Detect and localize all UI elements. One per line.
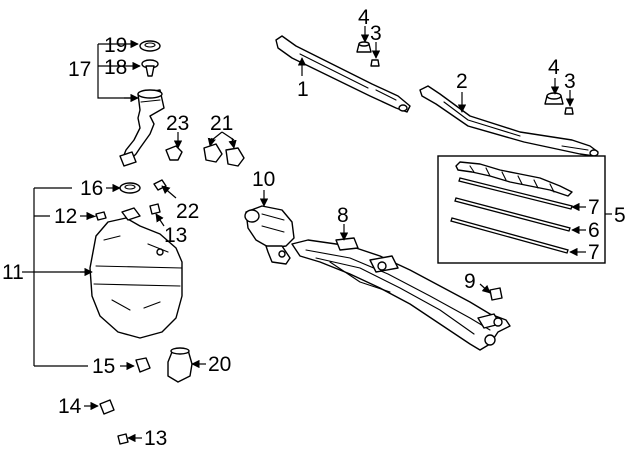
callout-19: 19	[104, 34, 127, 57]
clip-13-upper	[149, 203, 161, 215]
washer-nozzles-21	[203, 143, 245, 167]
callout-14: 14	[58, 395, 82, 418]
callout-12: 12	[54, 205, 77, 228]
washer-pump-20	[167, 347, 193, 383]
leader-lines	[22, 26, 612, 443]
callout-1: 1	[297, 78, 309, 101]
bolt-9	[489, 287, 503, 301]
clip-13-lower	[117, 433, 129, 445]
nozzle-23	[165, 145, 183, 161]
callout-20: 20	[208, 353, 231, 376]
filler-strainer	[141, 59, 159, 77]
callout-2: 2	[456, 70, 468, 93]
callout-7b: 7	[588, 241, 600, 264]
wiper-blade-box	[437, 155, 606, 264]
callout-17: 17	[68, 58, 91, 81]
callout-13-upper: 13	[164, 224, 187, 247]
callout-3b: 3	[564, 70, 576, 93]
wiper-arm-left	[275, 35, 411, 113]
washer-filler-neck	[119, 89, 165, 167]
wiper-motor	[244, 205, 295, 265]
callout-7a: 7	[588, 196, 600, 219]
bolt-14	[99, 399, 115, 415]
callout-4a: 4	[358, 6, 370, 29]
callout-9: 9	[464, 270, 476, 293]
callout-5: 5	[614, 204, 626, 227]
callout-15: 15	[92, 355, 115, 378]
callout-18: 18	[104, 56, 127, 79]
callout-4b: 4	[548, 56, 560, 79]
callout-8: 8	[337, 204, 349, 227]
callout-10: 10	[252, 168, 275, 191]
callout-3a: 3	[370, 22, 382, 45]
pivot-nut-right	[564, 107, 574, 115]
pivot-cap-left	[356, 41, 372, 53]
callout-11: 11	[2, 261, 24, 284]
pivot-cap-right	[544, 92, 564, 105]
callout-21: 21	[210, 112, 233, 135]
wiper-arm-right	[419, 85, 599, 157]
filler-cap	[139, 40, 161, 52]
callout-6: 6	[588, 219, 600, 242]
wiper-linkage	[291, 237, 511, 351]
callout-13-lower: 13	[144, 427, 167, 450]
callout-23: 23	[166, 112, 189, 135]
callout-22: 22	[176, 200, 199, 223]
callout-16: 16	[80, 177, 103, 200]
grommet-16	[119, 182, 141, 194]
pivot-nut-left	[370, 59, 380, 67]
callout-labels: 1 2 4 3 4 3 5 7 6 7 8 9 10 11 12 13 14 1…	[2, 6, 626, 450]
grommet-15	[135, 357, 151, 373]
washer-reservoir	[89, 207, 183, 339]
